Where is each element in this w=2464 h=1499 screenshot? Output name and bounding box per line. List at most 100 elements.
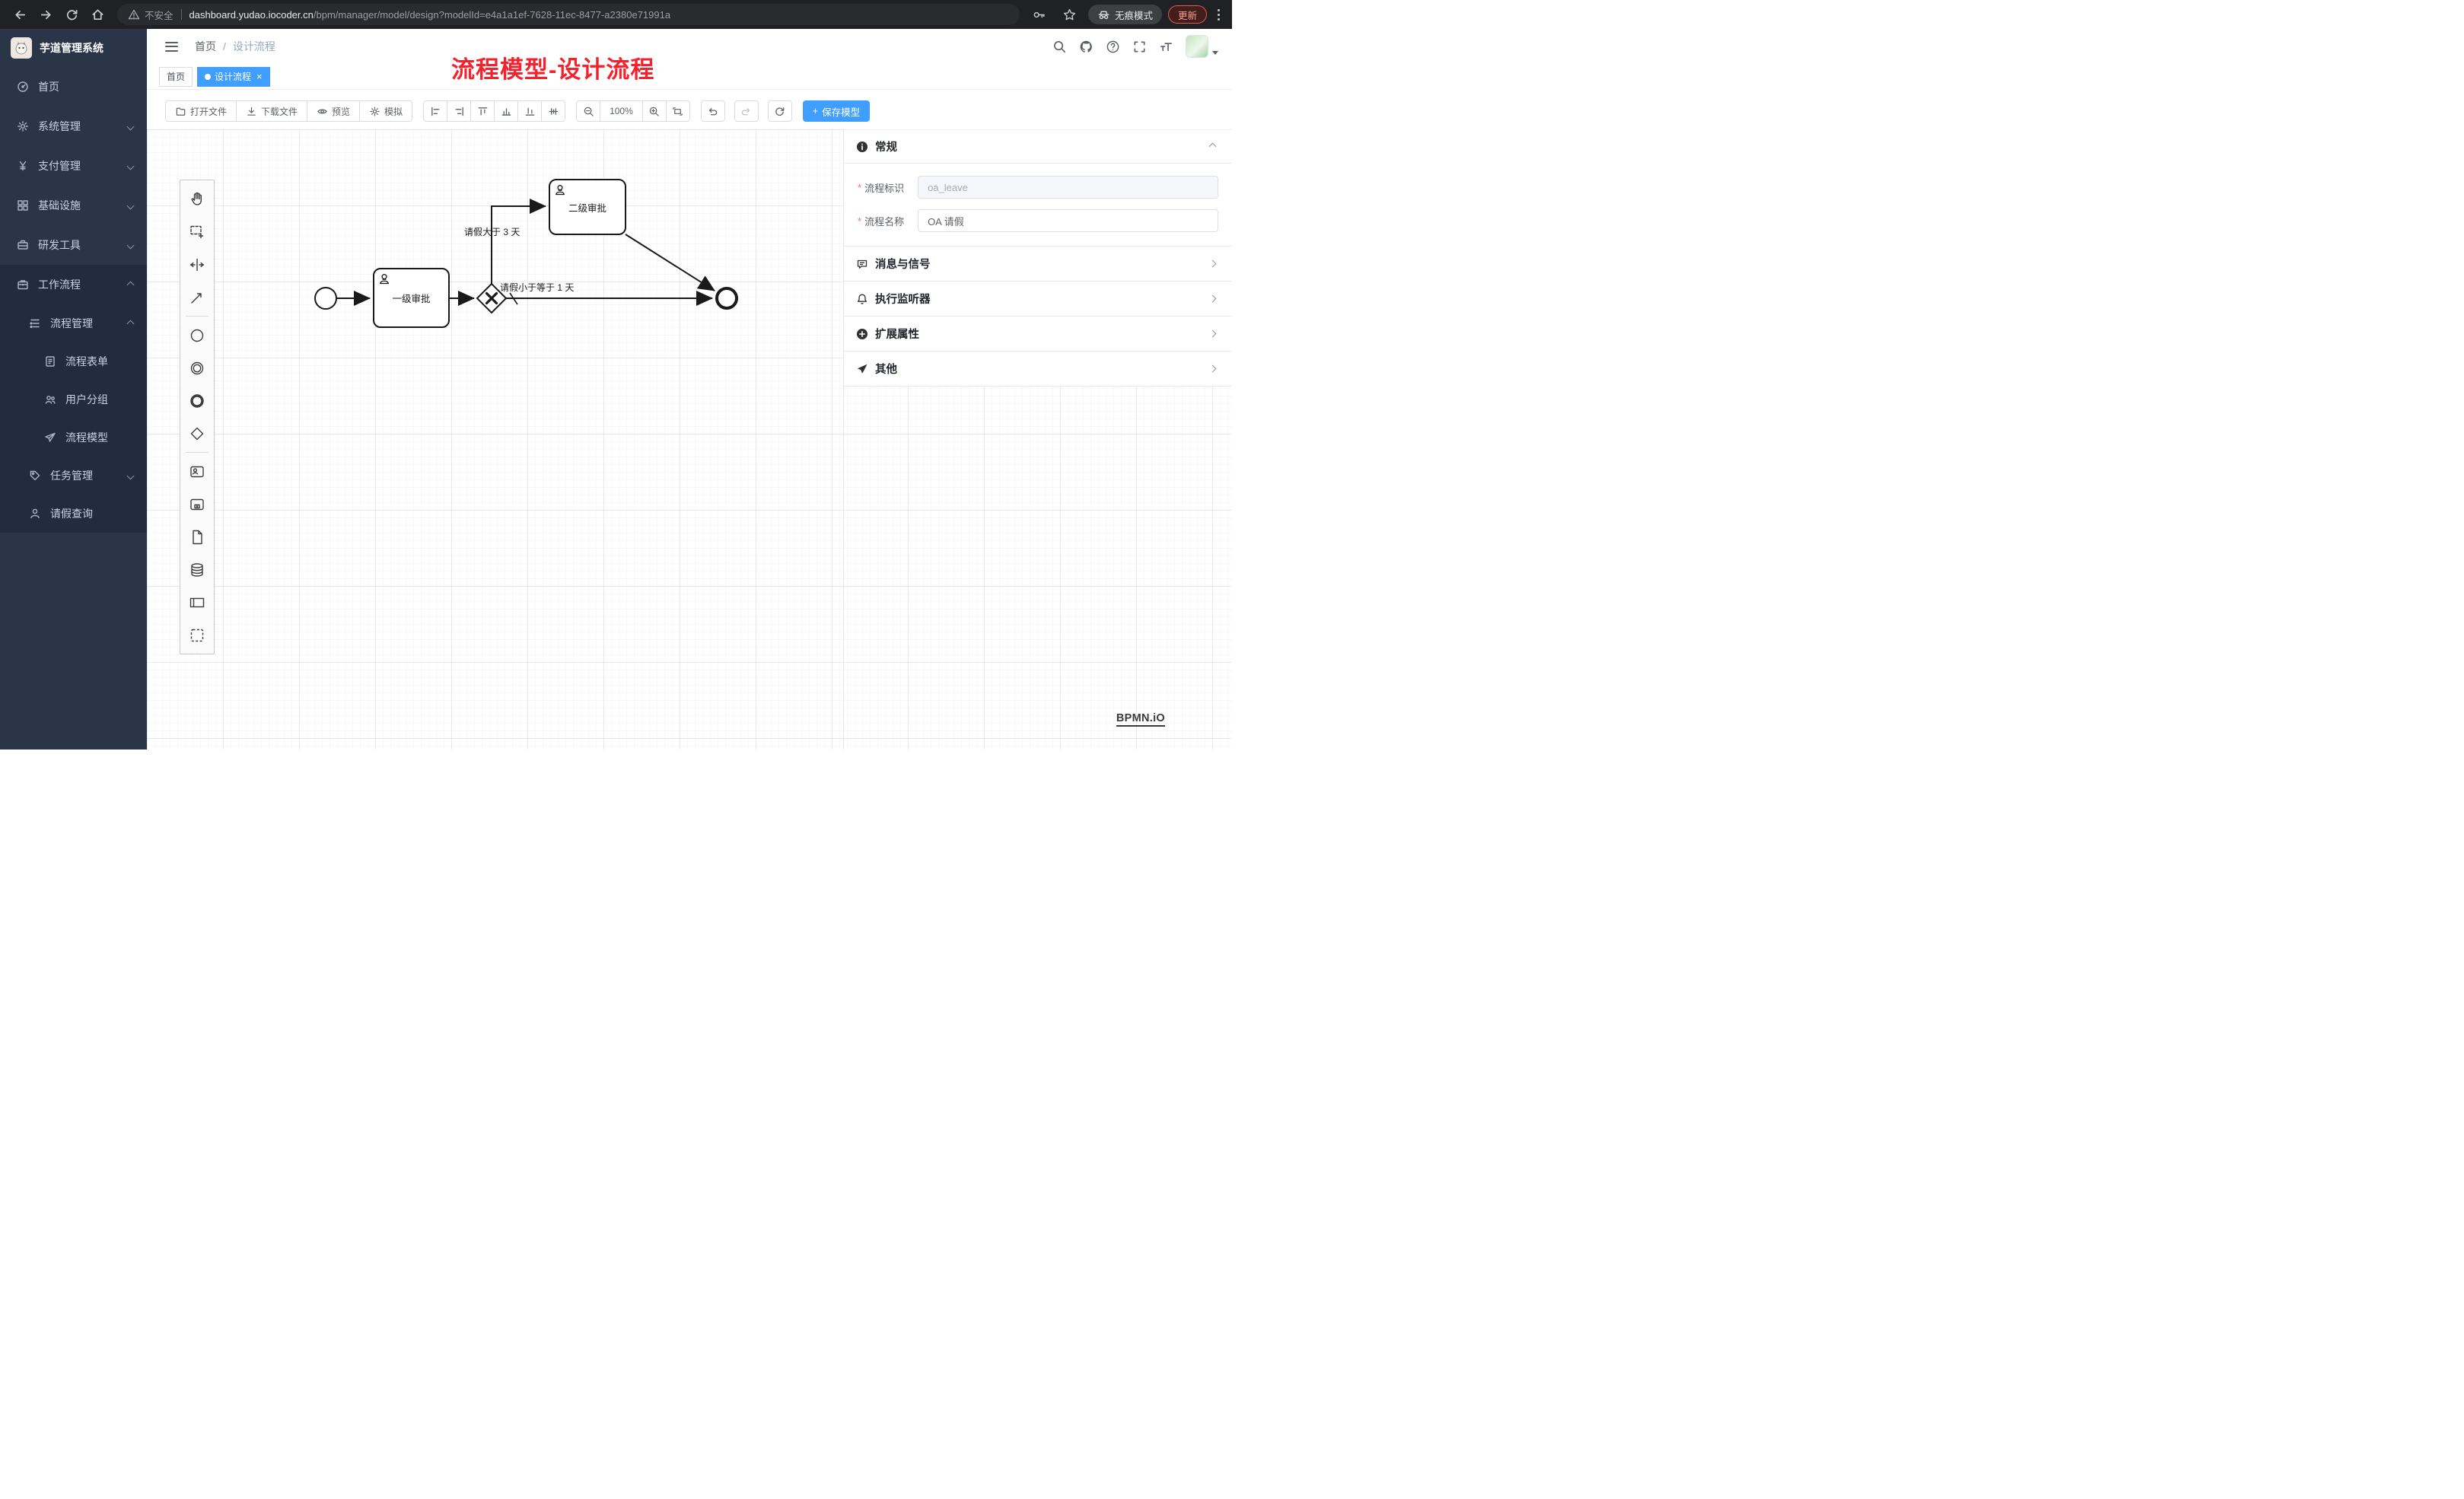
align-bottom-button[interactable] (517, 100, 543, 122)
browser-controls: 无痕模式 更新 (1027, 4, 1224, 25)
flow-task2-to-end[interactable] (625, 234, 715, 291)
download-file-button[interactable]: 下载文件 (236, 100, 308, 122)
align-top-button[interactable] (470, 100, 495, 122)
preview-button[interactable]: 预览 (307, 100, 361, 122)
bpmn-io-watermark[interactable]: BPMN.iO (1116, 712, 1165, 727)
align-left-button[interactable] (423, 100, 448, 122)
send-icon (857, 364, 867, 374)
zoom-level-value: 100% (610, 106, 633, 116)
simulate-button[interactable]: 模拟 (359, 100, 413, 122)
undo-button[interactable] (700, 100, 725, 122)
close-icon[interactable]: × (256, 71, 263, 82)
create-participant[interactable] (180, 586, 214, 619)
sidebar-item-infra[interactable]: 基础设施 (0, 186, 147, 225)
end-event-node[interactable] (715, 287, 738, 310)
section-message-signal[interactable]: 消息与信号 (844, 247, 1232, 282)
zoom-button-group: 100% (576, 100, 690, 122)
create-group[interactable] (180, 619, 214, 651)
create-start-event[interactable] (180, 319, 214, 352)
omnibox-divider (180, 9, 182, 20)
section-extended-attributes[interactable]: 扩展属性 (844, 317, 1232, 352)
sidebar-item-label: 流程管理 (50, 317, 93, 329)
tag-icon (30, 470, 40, 481)
zoom-in-button[interactable] (641, 100, 667, 122)
warning-icon (128, 9, 140, 20)
create-exclusive-gateway[interactable] (180, 417, 214, 450)
browser-menu-icon[interactable] (1213, 8, 1224, 21)
save-model-button[interactable]: + 保存模型 (802, 100, 871, 122)
sidebar-item-process-form[interactable]: 流程表单 (0, 342, 147, 380)
chevron-right-icon (1208, 259, 1217, 268)
chevron-right-icon (1208, 364, 1217, 373)
fullscreen-icon[interactable] (1132, 40, 1147, 54)
process-key-input[interactable] (918, 176, 1218, 199)
back-icon[interactable] (8, 4, 32, 25)
sidebar-item-home[interactable]: 首页 (0, 67, 147, 107)
sidebar-item-system[interactable]: 系统管理 (0, 107, 147, 146)
section-other[interactable]: 其他 (844, 352, 1232, 387)
redo-button[interactable] (734, 100, 759, 122)
sidebar-item-process-mgmt[interactable]: 流程管理 (0, 304, 147, 342)
font-size-icon[interactable] (1159, 40, 1173, 54)
condition-label[interactable]: 请假小于等于 1 天 (500, 282, 575, 293)
create-subprocess[interactable] (180, 488, 214, 520)
bookmark-star-icon[interactable] (1058, 4, 1082, 25)
tab-label: 首页 (167, 72, 186, 82)
sidebar-item-devtools[interactable]: 研发工具 (0, 225, 147, 265)
distribute-vertical-button[interactable] (541, 100, 566, 122)
sidebar-item-payment[interactable]: 支付管理 (0, 146, 147, 186)
create-intermediate-event[interactable] (180, 352, 214, 384)
section-general[interactable]: 常规 (844, 130, 1232, 164)
sidebar-item-process-model[interactable]: 流程模型 (0, 419, 147, 457)
sidebar-item-task-mgmt[interactable]: 任务管理 (0, 457, 147, 495)
section-execution-listener[interactable]: 执行监听器 (844, 282, 1232, 317)
space-tool[interactable] (180, 248, 214, 281)
process-name-input[interactable] (918, 209, 1218, 232)
sidebar-item-user-group[interactable]: 用户分组 (0, 380, 147, 419)
global-connect-tool[interactable] (180, 281, 214, 313)
open-file-label: 打开文件 (190, 106, 228, 117)
align-right-button[interactable] (447, 100, 472, 122)
update-button[interactable]: 更新 (1167, 5, 1207, 24)
sidebar-item-workflow[interactable]: 工作流程 (0, 265, 147, 304)
forward-icon[interactable] (33, 4, 58, 25)
flow-gateway-to-task2[interactable] (491, 199, 546, 284)
url-host: dashboard.yudao.iocoder.cn (189, 8, 314, 21)
reload-icon[interactable] (59, 4, 84, 25)
field-label: 流程名称 (864, 215, 905, 228)
condition-label[interactable]: 请假大于 3 天 (464, 227, 520, 237)
distribute-horizontal-button[interactable] (494, 100, 519, 122)
github-icon[interactable] (1079, 40, 1094, 54)
download-icon (247, 107, 256, 116)
lasso-tool[interactable] (180, 215, 214, 248)
open-file-button[interactable]: 打开文件 (165, 100, 237, 122)
collapse-sidebar-icon[interactable] (165, 41, 178, 52)
exclusive-gateway-node[interactable] (476, 282, 508, 314)
incognito-badge[interactable]: 无痕模式 (1087, 5, 1162, 24)
tab-home[interactable]: 首页 (159, 66, 193, 87)
create-user-task[interactable] (180, 455, 214, 488)
user-task-node-1[interactable] (373, 268, 450, 328)
user-menu[interactable] (1186, 35, 1218, 58)
sidebar-item-leave-query[interactable]: 请假查询 (0, 495, 147, 533)
create-task[interactable] (180, 520, 214, 553)
create-end-event[interactable] (180, 384, 214, 417)
home-icon[interactable] (85, 4, 110, 25)
restart-button[interactable] (767, 100, 792, 122)
app-title: 芋道管理系统 (40, 42, 103, 54)
plus-icon: + (812, 106, 819, 116)
start-event-node[interactable] (314, 287, 337, 310)
hand-tool[interactable] (180, 183, 214, 215)
zoom-out-button[interactable] (576, 100, 601, 122)
help-icon[interactable] (1106, 40, 1120, 54)
create-data-store[interactable] (180, 553, 214, 586)
tab-design-process[interactable]: 设计流程 × (197, 66, 270, 87)
zoom-reset-button[interactable] (665, 100, 690, 122)
address-bar[interactable]: 不安全 dashboard.yudao.iocoder.cn /bpm/mana… (117, 4, 1020, 25)
search-icon[interactable] (1052, 40, 1067, 54)
user-task-node-2[interactable] (549, 179, 626, 235)
app-logo-row[interactable]: 芋道管理系统 (0, 29, 147, 67)
avatar (1186, 35, 1208, 58)
breadcrumb-home[interactable]: 首页 (195, 40, 216, 53)
password-key-icon[interactable] (1027, 4, 1052, 25)
